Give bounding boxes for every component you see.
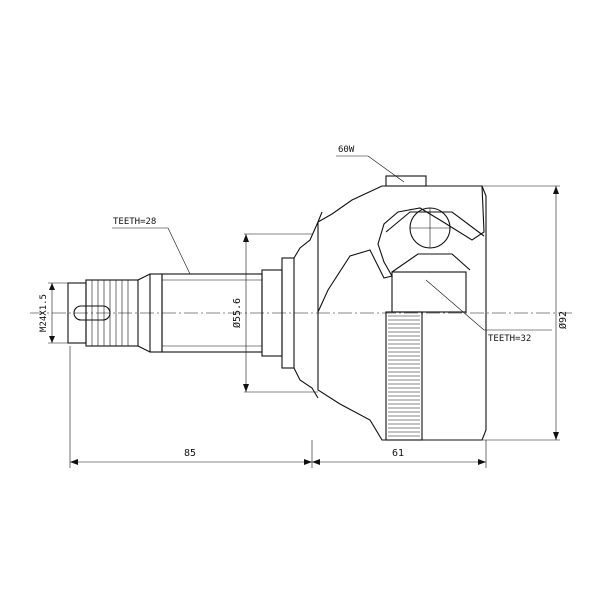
threaded-stub bbox=[67, 273, 151, 353]
length-shaft-label: 85 bbox=[184, 448, 196, 459]
shaft-neck bbox=[261, 211, 323, 399]
thread-dimension: M24X1.5 bbox=[39, 282, 70, 344]
inner-race bbox=[391, 271, 467, 313]
inner-spline-label: TEETH=32 bbox=[488, 334, 531, 344]
shaft-dia-dimension: Ø55.6 bbox=[231, 233, 318, 393]
clamp-callout: 60W bbox=[336, 145, 405, 183]
thread-label: M24X1.5 bbox=[39, 294, 49, 332]
outer-spline-label: TEETH=28 bbox=[113, 217, 156, 227]
clamp-label: 60W bbox=[338, 145, 355, 155]
length-dimensions: 85 61 bbox=[69, 346, 487, 468]
shaft-dia-label: Ø55.6 bbox=[231, 298, 243, 328]
inner-spline-callout: TEETH=32 bbox=[425, 279, 552, 344]
bell-housing bbox=[317, 175, 487, 441]
outer-spline-callout: TEETH=28 bbox=[112, 217, 191, 275]
abs-ring bbox=[385, 311, 423, 441]
body-dia-label: Ø92 bbox=[557, 311, 569, 329]
body-dia-dimension: Ø92 bbox=[482, 185, 569, 441]
length-body-label: 61 bbox=[392, 448, 404, 459]
ball-cage bbox=[385, 207, 485, 273]
